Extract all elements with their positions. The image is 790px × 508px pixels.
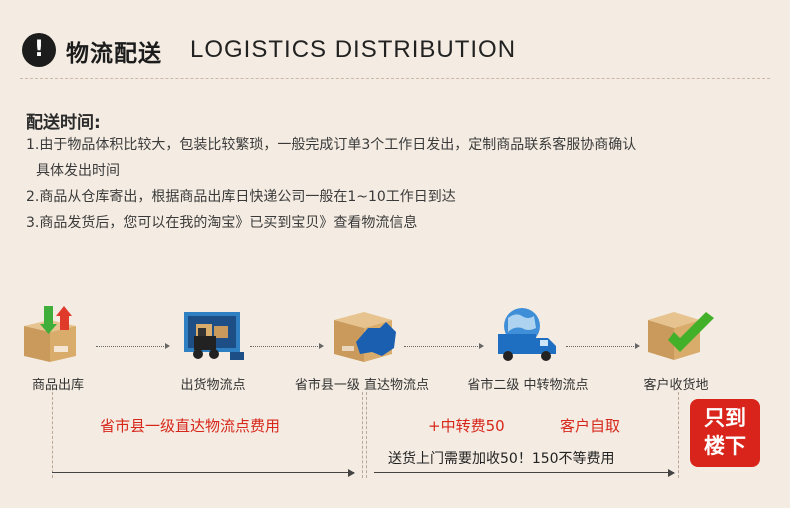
divider-middle-1	[362, 392, 363, 478]
direct-fee-arrow	[52, 469, 355, 477]
delivery-time-title: 配送时间:	[26, 113, 101, 133]
divider-right	[678, 392, 679, 478]
step-label-2: 出货物流点	[180, 378, 246, 393]
section-title-en: LOGISTICS DISTRIBUTION	[190, 36, 517, 63]
flow-connector-4	[566, 343, 640, 349]
door-delivery-text: 送货上门需要加收50！150不等费用	[388, 451, 615, 467]
box-up-down-arrows-icon	[18, 306, 88, 362]
step-label-5: 客户收货地	[643, 378, 709, 393]
divider-middle-2	[366, 392, 367, 478]
info-line-2: 2.商品从仓库寄出，根据商品出库日快递公司一般在1~10工作日到达	[26, 189, 456, 205]
step-label-4: 省市二级 中转物流点	[467, 378, 589, 393]
downstairs-only-badge: 只到 楼下	[690, 399, 760, 467]
flow-connector-3	[404, 343, 484, 349]
section-title-cn: 物流配送	[66, 41, 162, 67]
step-label-3: 省市县一级 直达物流点	[294, 378, 430, 393]
forklift-container-icon	[176, 306, 246, 362]
box-checkmark-icon	[644, 306, 714, 362]
globe-truck-icon	[492, 306, 562, 362]
flow-connector-2	[250, 343, 324, 349]
badge-line-1: 只到	[704, 406, 746, 430]
direct-fee-text: 省市县一级直达物流点费用	[100, 417, 281, 435]
info-line-3: 3.商品发货后，您可以在我的淘宝》已买到宝贝》查看物流信息	[26, 215, 418, 231]
divider-left	[52, 392, 53, 478]
exclamation-icon: !	[22, 33, 56, 67]
box-map-icon	[330, 306, 400, 362]
badge-line-2: 楼下	[704, 434, 746, 458]
header-divider	[20, 78, 770, 79]
info-line-1: 1.由于物品体积比较大，包装比较繁琐，一般完成订单3个工作日发出，定制商品联系客…	[26, 137, 637, 153]
transfer-fee-arrow	[374, 469, 675, 477]
step-label-1: 商品出库	[31, 378, 84, 393]
info-line-1-cont: 具体发出时间	[36, 163, 120, 179]
transfer-fee-text: +中转费50	[428, 417, 505, 435]
self-pickup-text: 客户自取	[560, 417, 621, 435]
flow-connector-1	[96, 343, 170, 349]
